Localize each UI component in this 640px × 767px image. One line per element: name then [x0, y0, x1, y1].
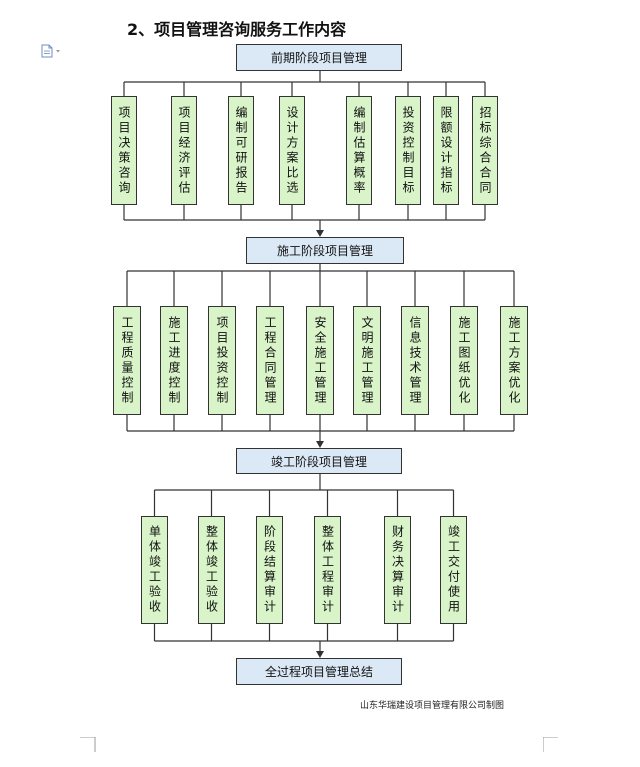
work-item-box: 编制可研报告: [228, 96, 254, 205]
work-item-box: 编制估算概率: [346, 96, 372, 205]
work-item-box: 整体竣工验收: [198, 516, 225, 624]
work-item-box: 限额设计指标: [433, 96, 459, 205]
page-corner-mark-left: [80, 737, 96, 752]
flow-arrow: [316, 651, 324, 658]
work-item-box: 项目经济评估: [171, 96, 197, 205]
work-item-box: 施工图纸优化: [450, 306, 478, 415]
work-item-box: 信息技术管理: [401, 306, 429, 415]
stage-box-summary: 全过程项目管理总结: [236, 658, 402, 685]
flow-arrow: [316, 230, 324, 237]
work-item-box: 设计方案比选: [279, 96, 305, 205]
credit-caption: 山东华瑞建设项目管理有限公司制图: [360, 701, 505, 711]
flow-arrow: [316, 441, 324, 448]
work-item-box: 竣工交付使用: [440, 516, 467, 624]
work-item-box: 单体竣工验收: [141, 516, 168, 624]
work-item-box: 安全施工管理: [306, 306, 334, 415]
work-item-box: 工程合同管理: [256, 306, 284, 415]
stage-box-preliminary: 前期阶段项目管理: [236, 44, 402, 71]
work-item-box: 财务决算审计: [384, 516, 411, 624]
work-item-box: 项目投资控制: [208, 306, 236, 415]
work-item-box: 文明施工管理: [353, 306, 381, 415]
work-item-box: 施工进度控制: [160, 306, 188, 415]
work-item-box: 招标综合合同: [472, 96, 498, 205]
document-icon[interactable]: [40, 44, 62, 58]
work-item-box: 投资控制目标: [395, 96, 421, 205]
work-item-box: 项目决策咨询: [111, 96, 137, 205]
work-item-box: 工程质量控制: [113, 306, 141, 415]
work-item-box: 阶段结算审计: [256, 516, 283, 624]
stage-box-completion: 竣工阶段项目管理: [236, 448, 402, 474]
page-corner-mark-right: [543, 737, 558, 752]
work-item-box: 整体工程审计: [314, 516, 341, 624]
work-item-box: 施工方案优化: [500, 306, 528, 415]
page-title: 2、项目管理咨询服务工作内容: [127, 20, 347, 39]
stage-box-construction: 施工阶段项目管理: [246, 237, 404, 264]
